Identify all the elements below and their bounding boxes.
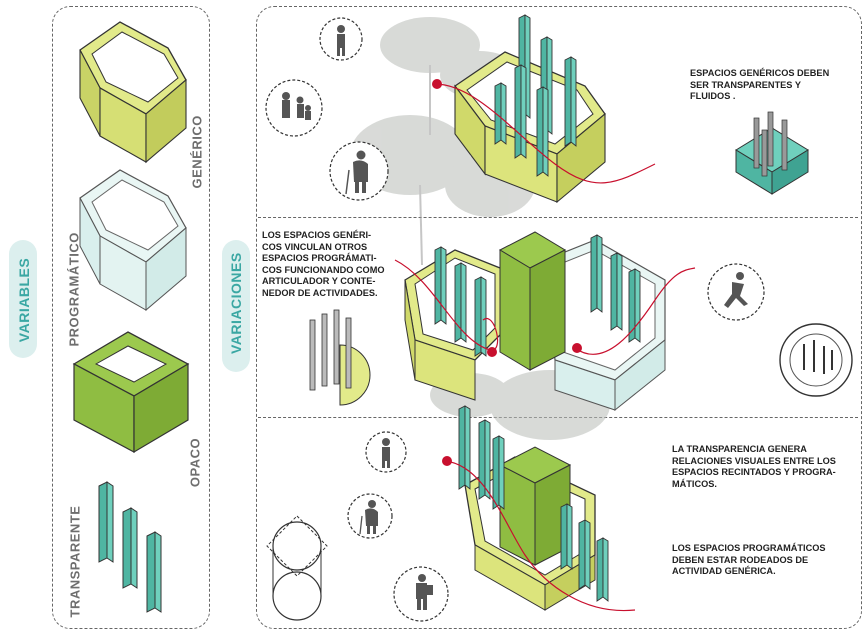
programmatic-space-diagram: [394, 231, 696, 412]
transparency-diagram: [442, 405, 636, 612]
elderly-person-icon: [329, 141, 389, 201]
person-standing-icon: [365, 431, 407, 473]
note-top: ESPACIOS GENÉRICOS DEBEN SER TRANSPARENT…: [690, 68, 830, 101]
variables-title: VARIABLES: [16, 257, 32, 343]
programmatic-volume-diagram: [79, 169, 187, 312]
variables-panel: [52, 6, 210, 629]
variables-pill: [9, 240, 37, 358]
generic-space-diagram: [432, 14, 656, 204]
cylinder-icon: [266, 515, 328, 621]
note-bottom-1: LA TRANSPARENCIA GENERA RELACIONES VISUA…: [672, 444, 836, 489]
hiker-icon: [393, 566, 449, 622]
cylinder-icon: [779, 323, 853, 397]
runner-icon: [707, 263, 765, 321]
column-grid-icon: [735, 111, 809, 195]
variaciones-pill: [222, 240, 250, 372]
note-bottom-2: LOS ESPACIOS PROGRAMÁTICOS DEBEN ESTAR R…: [672, 543, 826, 576]
variaciones-title: VARIACIONES: [228, 252, 244, 354]
elderly-person-icon: [347, 493, 393, 539]
label-transparente: TRANSPARENTE: [67, 505, 83, 618]
note-middle: LOS ESPACIOS GENÉRI- COS VINCULAN OTROS …: [262, 230, 385, 298]
person-standing-icon: [319, 17, 363, 61]
circle-columns-icon: [309, 309, 371, 406]
variaciones-panel: [256, 6, 862, 629]
opaque-volume-diagram: [72, 331, 190, 454]
divider-top: [258, 217, 858, 218]
generic-volume-diagram: [79, 21, 187, 164]
family-icon: [265, 79, 323, 137]
transparent-columns-diagram: [98, 481, 162, 613]
